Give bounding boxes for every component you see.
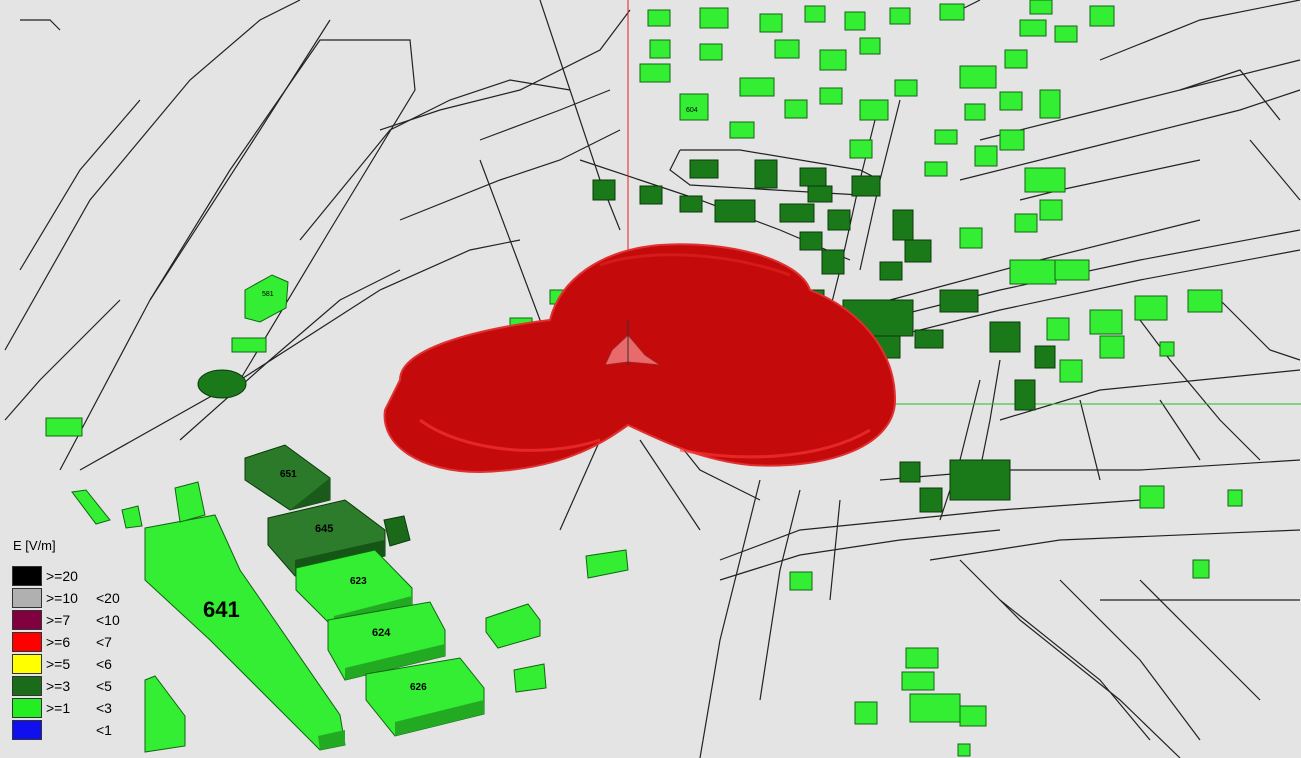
building-label-626: 626 (410, 682, 427, 693)
legend-title: E [V/m] (13, 538, 56, 553)
building-cluster-southeast (789, 571, 987, 757)
legend-lower-bound: >=1 (46, 700, 71, 716)
building-label-645: 645 (315, 523, 333, 535)
building-label-651: 651 (280, 469, 297, 480)
legend-lower-bound: >=6 (46, 634, 71, 650)
legend-upper-bound: <5 (96, 678, 112, 694)
legend-swatch (12, 698, 42, 718)
legend-swatch (12, 588, 42, 608)
legend-row: >=10 <20 (10, 588, 150, 608)
building-cluster-east (959, 199, 1243, 579)
building-label-604: 604 (686, 107, 698, 114)
legend-upper-bound: <6 (96, 656, 112, 672)
legend-row: >=6 <7 (10, 632, 150, 652)
legend-upper-bound: <7 (96, 634, 112, 650)
building-cluster-north (639, 0, 1115, 193)
legend-swatch (12, 720, 42, 740)
legend-swatch (12, 632, 42, 652)
legend-swatch (12, 676, 42, 696)
legend: E [V/m] >=20 >=10 <20 >=7 <10 >=6 <7 >=5 <6 >=3 <5… (10, 538, 150, 750)
legend-row: >=5 <6 (10, 654, 150, 674)
legend-row: >=1 <3 (10, 698, 150, 718)
legend-lower-bound: >=10 (46, 590, 78, 606)
legend-lower-bound: >=5 (46, 656, 71, 672)
legend-swatch (12, 566, 42, 586)
legend-row: <1 (10, 720, 150, 740)
legend-lower-bound: >=20 (46, 568, 78, 584)
legend-row: >=3 <5 (10, 676, 150, 696)
building-label-623: 623 (350, 576, 367, 587)
legend-upper-bound: <3 (96, 700, 112, 716)
building-cluster-west: 581 (45, 274, 565, 437)
building-label-624: 624 (372, 627, 391, 639)
legend-upper-bound: <20 (96, 590, 120, 606)
legend-swatch (12, 610, 42, 630)
foreground-buildings: 651 645 623 624 626 641 (71, 444, 629, 753)
building-label-641: 641 (203, 597, 240, 622)
radiation-pattern (383, 243, 897, 474)
legend-row: >=20 (10, 566, 150, 586)
legend-row: >=7 <10 (10, 610, 150, 630)
legend-swatch (12, 654, 42, 674)
legend-upper-bound: <1 (96, 722, 112, 738)
legend-lower-bound: >=7 (46, 612, 71, 628)
building-label-581: 581 (262, 291, 274, 298)
legend-upper-bound: <10 (96, 612, 120, 628)
legend-lower-bound: >=3 (46, 678, 71, 694)
